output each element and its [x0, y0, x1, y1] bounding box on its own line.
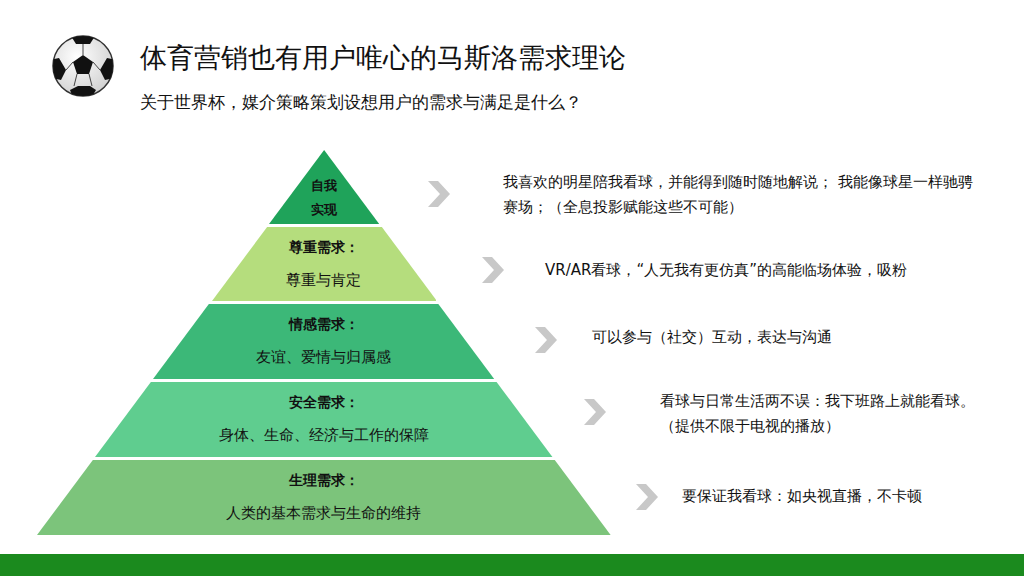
need-note: VR/AR看球，“人无我有更仿真”的高能临场体验，吸粉: [545, 258, 1015, 283]
chevron-arrow: [636, 484, 658, 510]
level-description: 友谊、爱情与归属感: [256, 348, 391, 367]
level-description: 身体、生命、经济与工作的保障: [219, 426, 429, 445]
pyramid-band: 尊重需求： 尊重与肯定: [212, 227, 437, 301]
need-note: 看球与日常生活两不误：我下班路上就能看球。（提供不限于电视的播放）: [660, 389, 990, 439]
need-note: 要保证我看球：如央视直播，不卡顿: [682, 484, 982, 509]
title: 体育营销也有用户唯心的马斯洛需求理论: [140, 40, 626, 76]
pyramid-band: 自我实现: [269, 150, 379, 224]
chevron-arrow: [428, 181, 450, 207]
band-fill: [212, 227, 437, 301]
band-shape: [95, 382, 552, 457]
chevron-arrow: [535, 327, 557, 353]
band-fill: [95, 382, 552, 457]
subtitle: 关于世界杯，媒介策略策划设想用户的需求与满足是什么？: [140, 91, 582, 114]
need-note: 我喜欢的明星陪我看球，并能得到随时随地解说； 我能像球星一样驰骋赛场；（全息投影…: [503, 170, 973, 220]
band-content: 安全需求： 身体、生命、经济与工作的保障: [95, 382, 552, 457]
level-heading: 安全需求：: [289, 394, 359, 412]
band-shape: [212, 227, 437, 301]
band-shape: [37, 460, 611, 535]
level-heading: 尊重需求：: [289, 239, 359, 257]
band-shape: [153, 304, 494, 379]
pyramid-band: 生理需求： 人类的基本需求与生命的维持: [37, 460, 611, 535]
level-heading: 生理需求：: [289, 472, 359, 490]
band-content: 生理需求： 人类的基本需求与生命的维持: [37, 460, 611, 535]
chevron-arrow: [584, 399, 606, 425]
band-content: 尊重需求： 尊重与肯定: [212, 227, 437, 301]
pyramid-band: 情感需求： 友谊、爱情与归属感: [153, 304, 494, 379]
band-fill: [153, 304, 494, 379]
chevron-arrow: [482, 257, 504, 283]
level-heading: 情感需求：: [289, 316, 359, 334]
level-description: 尊重与肯定: [286, 271, 361, 290]
pyramid-band: 安全需求： 身体、生命、经济与工作的保障: [95, 382, 552, 457]
soccer-ball: [50, 30, 116, 100]
band-content: 情感需求： 友谊、爱情与归属感: [153, 304, 494, 379]
level-heading: 自我实现: [311, 174, 337, 222]
band-content: 自我实现: [269, 150, 379, 224]
footer-bar: [0, 554, 1024, 576]
level-description: 人类的基本需求与生命的维持: [226, 504, 421, 523]
band-fill: [37, 460, 611, 535]
band-fill: [269, 150, 379, 224]
need-note: 可以参与（社交）互动，表达与沟通: [592, 325, 892, 350]
